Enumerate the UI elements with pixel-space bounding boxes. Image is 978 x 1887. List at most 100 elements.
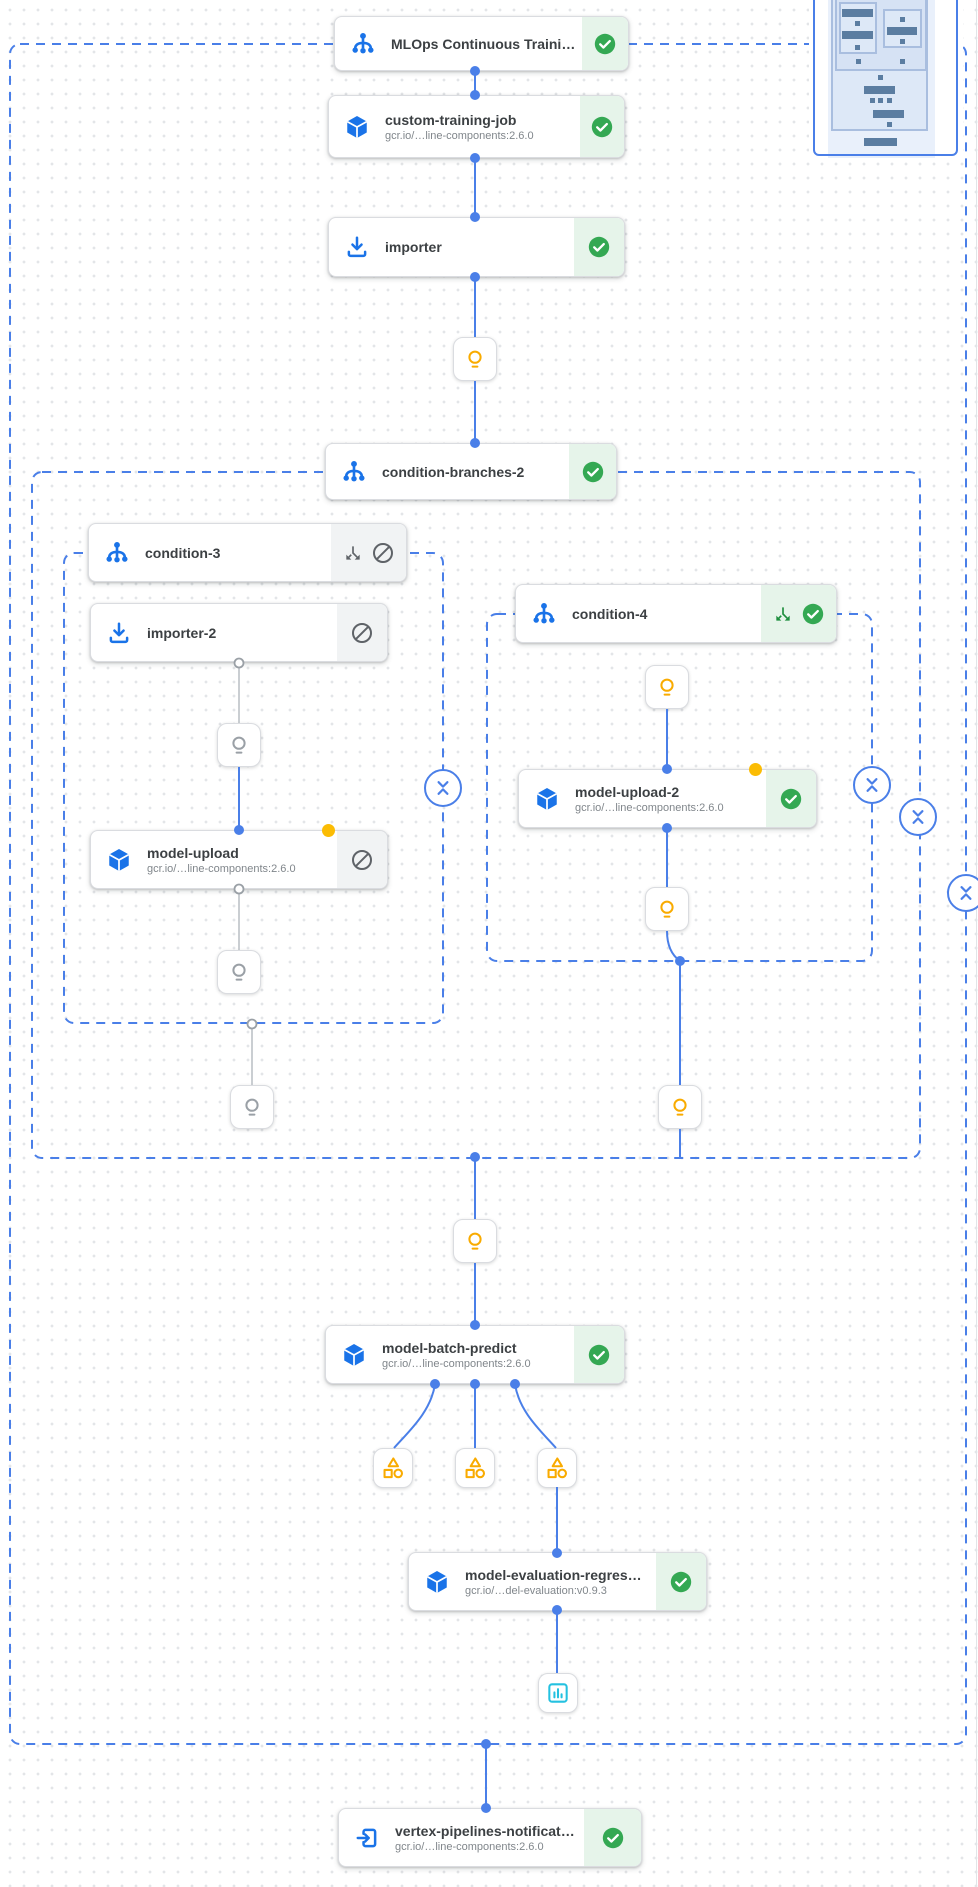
- status-badge: [584, 1809, 641, 1866]
- minimap[interactable]: [809, 0, 963, 160]
- collapse-button-pipeline-root[interactable]: [947, 874, 978, 912]
- minimap-node: [842, 9, 873, 17]
- artifact-shapes-icon: [383, 1457, 404, 1479]
- node-title: condition-3: [145, 544, 221, 561]
- skipped-icon: [372, 542, 393, 563]
- lightbulb-icon: [245, 1098, 259, 1116]
- node-title: model-evaluation-regres…: [465, 1566, 642, 1583]
- node-subtitle: gcr.io/…line-components:2.6.0: [395, 1840, 544, 1853]
- lightbulb-icon: [232, 963, 246, 981]
- status-badge: [331, 524, 406, 581]
- artifact-model-upload-2-output[interactable]: [645, 887, 689, 931]
- minimap-viewport[interactable]: [813, 0, 958, 156]
- artifact-batch-predict-3[interactable]: [537, 1448, 577, 1488]
- check-circle-icon: [591, 116, 613, 137]
- cube-icon: [519, 770, 575, 827]
- download-icon: [91, 604, 147, 661]
- status-badge: [766, 770, 816, 827]
- status-badge: [761, 585, 836, 642]
- node-title: custom-training-job: [385, 111, 517, 128]
- artifact-condition-4-input[interactable]: [645, 665, 689, 709]
- artifact-batch-predict-1[interactable]: [373, 1448, 413, 1488]
- node-title: vertex-pipelines-notificat…: [395, 1822, 575, 1839]
- status-badge: [337, 831, 387, 888]
- status-badge: [569, 444, 616, 499]
- node-subtitle: gcr.io/…line-components:2.6.0: [385, 129, 534, 142]
- conditional-output-dot: [749, 763, 762, 776]
- artifact-shapes-icon: [465, 1457, 486, 1479]
- lightbulb-icon: [232, 736, 246, 754]
- collapse-vertical-icon: [912, 810, 924, 824]
- minimap-artifact: [855, 21, 860, 26]
- check-circle-icon: [582, 461, 603, 482]
- minimap-node: [887, 27, 917, 35]
- status-badge: [574, 218, 624, 276]
- collapse-vertical-icon: [960, 886, 972, 900]
- status-badge: [582, 17, 628, 70]
- condition-tree-icon: [516, 585, 572, 642]
- collapse-button-condition-branches-2[interactable]: [899, 798, 937, 836]
- node-title: model-upload: [147, 844, 239, 861]
- skipped-icon: [352, 849, 372, 870]
- cube-icon: [329, 96, 385, 157]
- download-icon: [329, 218, 385, 276]
- artifact-batch-predict-2[interactable]: [455, 1448, 495, 1488]
- condition-tree-icon: [326, 444, 382, 499]
- node-custom-training-job[interactable]: custom-training-job gcr.io/…line-compone…: [328, 95, 625, 158]
- node-mlops-root[interactable]: MLOps Continuous Traini…: [334, 16, 629, 71]
- node-title: importer: [385, 239, 442, 255]
- metrics-chart-icon: [548, 1683, 568, 1703]
- collapse-button-condition-4[interactable]: [853, 766, 891, 804]
- node-model-batch-predict[interactable]: model-batch-predict gcr.io/…line-compone…: [325, 1325, 625, 1384]
- artifact-importer-output[interactable]: [453, 337, 497, 381]
- check-circle-icon: [588, 236, 610, 258]
- lightbulb-icon: [468, 350, 482, 368]
- artifact-condition-4-group-output[interactable]: [658, 1085, 702, 1129]
- cube-icon: [91, 831, 147, 888]
- group-pipeline-root: [9, 43, 967, 1745]
- condition-tree-icon: [335, 17, 391, 70]
- node-title: model-upload-2: [575, 783, 680, 800]
- branch-split-icon: [345, 545, 360, 560]
- collapse-vertical-icon: [866, 778, 878, 792]
- node-model-upload[interactable]: model-upload gcr.io/…line-components:2.6…: [90, 824, 388, 889]
- node-subtitle: gcr.io/…line-components:2.6.0: [575, 801, 724, 814]
- cube-icon: [409, 1553, 465, 1610]
- collapse-button-condition-3[interactable]: [424, 769, 462, 807]
- node-title: importer-2: [147, 624, 217, 641]
- artifact-model-upload-output[interactable]: [217, 950, 261, 994]
- artifact-shapes-icon: [547, 1457, 568, 1479]
- lightbulb-icon: [468, 1232, 482, 1250]
- node-importer-2[interactable]: importer-2: [90, 603, 388, 662]
- check-circle-icon: [780, 788, 802, 809]
- status-badge: [656, 1553, 706, 1610]
- artifact-condition-3-group-output[interactable]: [230, 1085, 274, 1129]
- artifact-evaluation-metrics[interactable]: [538, 1673, 578, 1713]
- node-condition-branches-2[interactable]: condition-branches-2: [325, 443, 617, 500]
- node-vertex-pipelines-notification[interactable]: vertex-pipelines-notificat… gcr.io/…line…: [338, 1808, 642, 1867]
- artifact-model-batch-predict-input[interactable]: [453, 1219, 497, 1263]
- condition-tree-icon: [89, 524, 145, 581]
- node-condition-4[interactable]: condition-4: [515, 584, 837, 643]
- lightbulb-icon: [673, 1098, 687, 1116]
- collapse-vertical-icon: [437, 781, 449, 795]
- node-condition-3[interactable]: condition-3: [88, 523, 407, 582]
- exit-to-app-icon: [339, 1809, 395, 1866]
- artifact-importer-2-output[interactable]: [217, 723, 261, 767]
- node-model-upload-2[interactable]: model-upload-2 gcr.io/…line-components:2…: [518, 763, 817, 828]
- branch-split-icon: [775, 606, 790, 621]
- check-circle-icon: [588, 1344, 610, 1365]
- node-model-evaluation-regression[interactable]: model-evaluation-regres… gcr.io/…del-eva…: [408, 1552, 707, 1611]
- status-badge: [580, 96, 624, 157]
- node-title: MLOps Continuous Traini…: [391, 35, 576, 52]
- node-subtitle: gcr.io/…del-evaluation:v0.9.3: [465, 1584, 607, 1597]
- conditional-output-dot: [322, 824, 335, 837]
- check-circle-icon: [602, 1827, 623, 1848]
- minimap-artifact: [900, 39, 905, 44]
- node-importer[interactable]: importer: [328, 217, 625, 277]
- cube-icon: [326, 1326, 382, 1383]
- status-badge: [574, 1326, 624, 1383]
- lightbulb-icon: [660, 678, 674, 696]
- check-circle-icon: [594, 33, 616, 54]
